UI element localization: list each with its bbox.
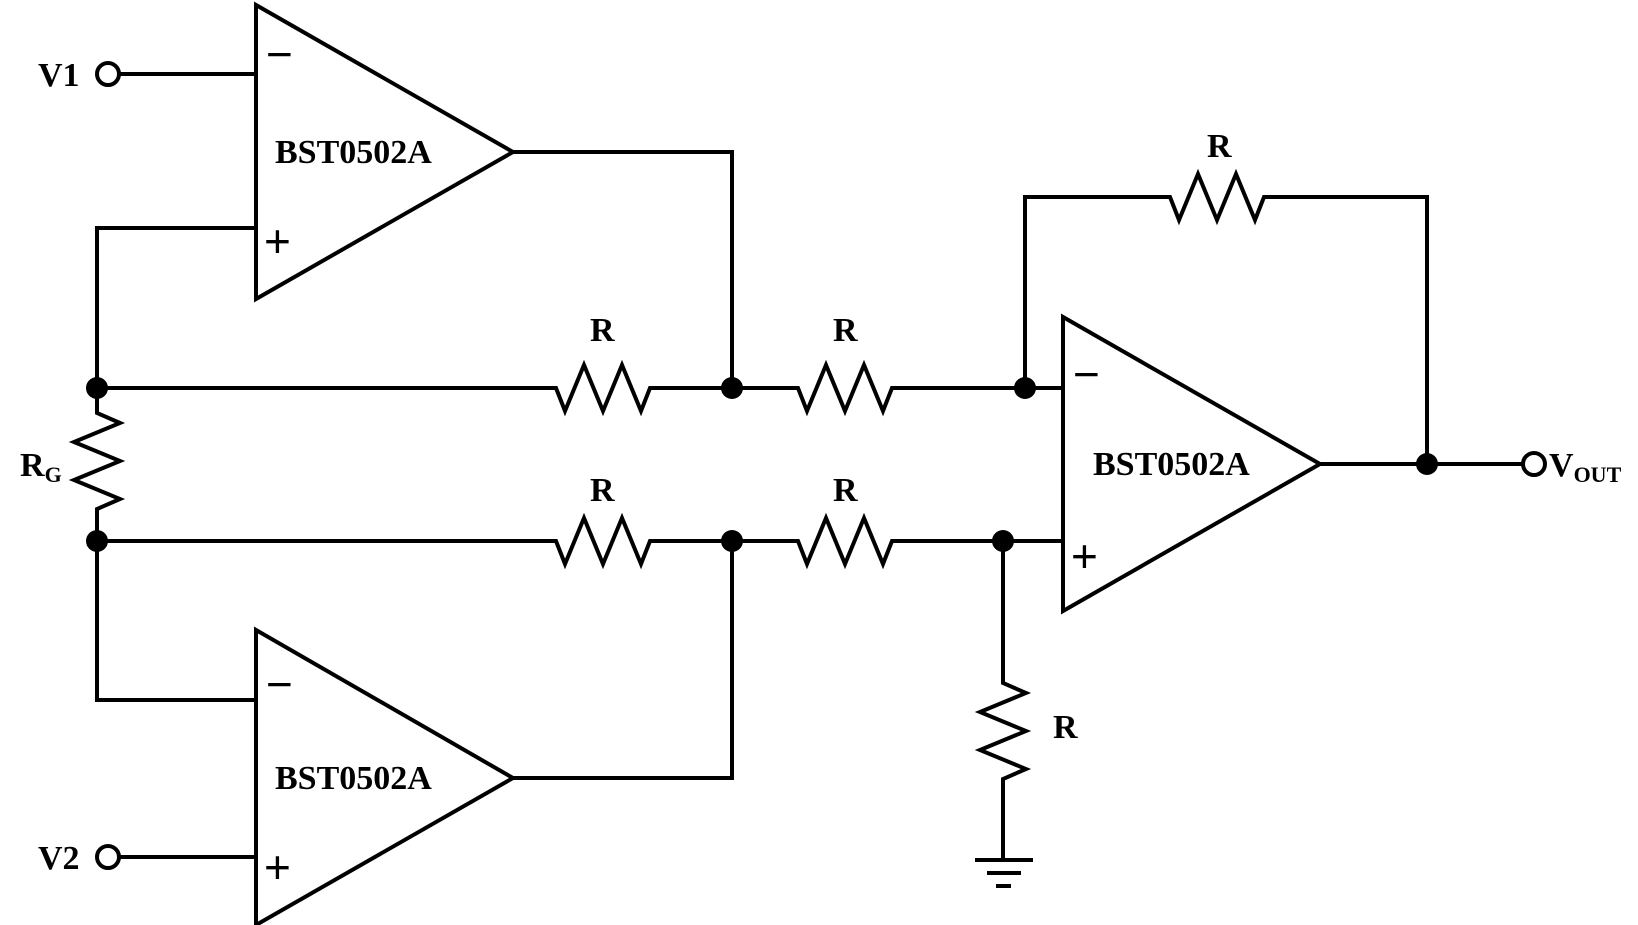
feedback-resistor-bottom: [95, 512, 734, 570]
opamp-1-label: BST0502A: [275, 134, 432, 171]
input-resistor-top: [730, 359, 1065, 417]
opamp-2-triangle: [254, 626, 518, 925]
first-stage-network: RG R R: [20, 150, 734, 780]
vout-label: VOUT: [1549, 447, 1622, 487]
opamp-1-plus-wire: [95, 226, 258, 390]
v1-terminal: [95, 61, 121, 87]
ground-resistor: [974, 539, 1032, 862]
output-feedback-r-label: R: [1207, 128, 1232, 165]
input-r-bottom-label: R: [833, 472, 858, 509]
opamp-3-minus: −: [1073, 348, 1100, 400]
feedback-r-top-label: R: [590, 312, 615, 349]
opamp-3-label: BST0502A: [1093, 446, 1250, 483]
input-r-top-label: R: [833, 312, 858, 349]
opamp-2-output-wire: [511, 539, 734, 780]
opamp-2-plus: +: [264, 841, 291, 893]
feedback-r-bottom-label: R: [590, 472, 615, 509]
output-feedback-resistor: [1023, 168, 1429, 466]
opamp-1-triangle: [254, 1, 518, 303]
opamp-3-triangle: [1061, 313, 1325, 615]
junction-dot: [1014, 377, 1036, 399]
v2-terminal: [95, 844, 121, 870]
opamp-1-output-wire: [511, 150, 734, 390]
input-v2: V2: [38, 840, 258, 877]
rg-resistor: [68, 386, 126, 543]
opamp-1-plus: +: [264, 215, 291, 267]
junction-dot: [992, 530, 1014, 552]
opamp-3-plus: +: [1071, 530, 1098, 582]
opamp-3: − + BST0502A: [1061, 313, 1325, 615]
opamp-2-label: BST0502A: [275, 760, 432, 797]
difference-stage: R R R R VOUT: [730, 128, 1622, 888]
opamp-2-minus-wire: [95, 539, 258, 702]
opamp-2-minus: −: [266, 658, 293, 710]
v1-label: V1: [38, 57, 80, 94]
junction-dot: [721, 377, 743, 399]
ground-icon: [975, 858, 1033, 888]
vout-terminal: [1521, 451, 1547, 477]
junction-dot: [86, 377, 108, 399]
opamp-1-minus: −: [266, 28, 293, 80]
junction-dot: [86, 530, 108, 552]
junction-dot: [721, 530, 743, 552]
ground-r-label: R: [1053, 709, 1078, 746]
input-resistor-bottom: [730, 512, 1065, 570]
junction-dots: [86, 377, 1438, 552]
feedback-resistor-top: [95, 359, 734, 417]
rg-label: RG: [20, 447, 62, 487]
junction-dot: [1416, 453, 1438, 475]
input-v1: V1: [38, 57, 258, 94]
opamp-1: − + BST0502A: [254, 1, 518, 303]
v2-label: V2: [38, 840, 80, 877]
opamp-2: − + BST0502A: [254, 626, 518, 925]
